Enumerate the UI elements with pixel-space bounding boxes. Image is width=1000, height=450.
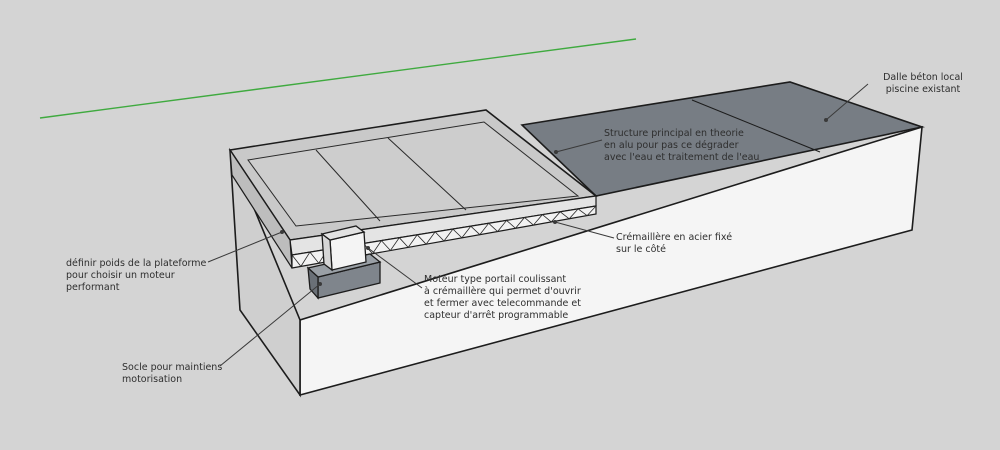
annotation-moteur-line-3: et fermer avec telecommande et: [424, 298, 581, 309]
annotation-poids-line-1: définir poids de la plateforme: [66, 258, 207, 269]
annotation-poids-line-2: pour choisir un moteur: [66, 270, 175, 281]
leader-cremaillere: [554, 221, 615, 239]
deck-joint-1: [315, 149, 381, 222]
slab-joint-line: [691, 99, 821, 153]
existing-concrete-slab: [520, 81, 926, 197]
leader-poids-dot: [280, 230, 284, 234]
leader-socle: [219, 283, 321, 367]
annotation-socle-line-1: Socle pour maintiens: [122, 362, 223, 373]
leader-moteur: [367, 247, 423, 289]
annotation-structure-line-2: en alu pour pas ce dégrader: [604, 140, 739, 151]
annotation-dalle: Dalle béton local piscine existant: [868, 72, 978, 96]
leader-dalle-dot: [824, 118, 828, 122]
annotation-poids: définir poids de la plateforme pour choi…: [66, 258, 206, 294]
leader-cremaillere-dot: [553, 220, 557, 224]
annotation-cremaillere-line-1: Crémaillère en acier fixé: [616, 232, 733, 243]
deck-joint-2: [387, 137, 467, 211]
leader-dalle: [825, 83, 869, 121]
platform-end-profile: [229, 147, 293, 269]
annotation-moteur: Moteur type portail coulissant à crémail…: [424, 274, 581, 322]
annotation-moteur-line-1: Moteur type portail coulissant: [424, 274, 567, 285]
leader-structure: [555, 139, 603, 153]
annotation-dalle-line-2: piscine existant: [885, 84, 961, 95]
annotation-structure-line-3: avec l'eau et traitement de l'eau: [604, 152, 760, 163]
leader-structure-dot: [554, 150, 558, 154]
annotation-dalle-line-1: Dalle béton local: [883, 72, 963, 83]
annotation-structure: Structure principal en theorie en alu po…: [604, 128, 759, 164]
leader-poids: [207, 231, 283, 263]
motor-base-end: [307, 266, 319, 300]
annotation-socle-line-2: motorisation: [122, 374, 183, 385]
leader-moteur-dot: [366, 246, 370, 250]
platform-deck-panel: [247, 121, 580, 227]
annotation-moteur-line-4: capteur d'arrêt programmable: [424, 310, 569, 321]
motor-box-top: [320, 225, 366, 241]
annotation-poids-line-3: performant: [66, 282, 120, 293]
annotation-cremaillere: Crémaillère en acier fixé sur le côté: [616, 232, 732, 256]
green-axis-line: [39, 38, 637, 119]
annotation-socle: Socle pour maintiens motorisation: [122, 362, 222, 386]
annotation-structure-line-1: Structure principal en theorie: [604, 128, 744, 139]
annotation-leaders: [207, 83, 869, 367]
leader-socle-dot: [318, 282, 322, 286]
annotation-moteur-line-2: à crémaillère qui permet d'ouvrir: [424, 286, 581, 297]
annotation-cremaillere-line-2: sur le côté: [616, 244, 667, 255]
concrete-block-end-face: [229, 149, 301, 398]
